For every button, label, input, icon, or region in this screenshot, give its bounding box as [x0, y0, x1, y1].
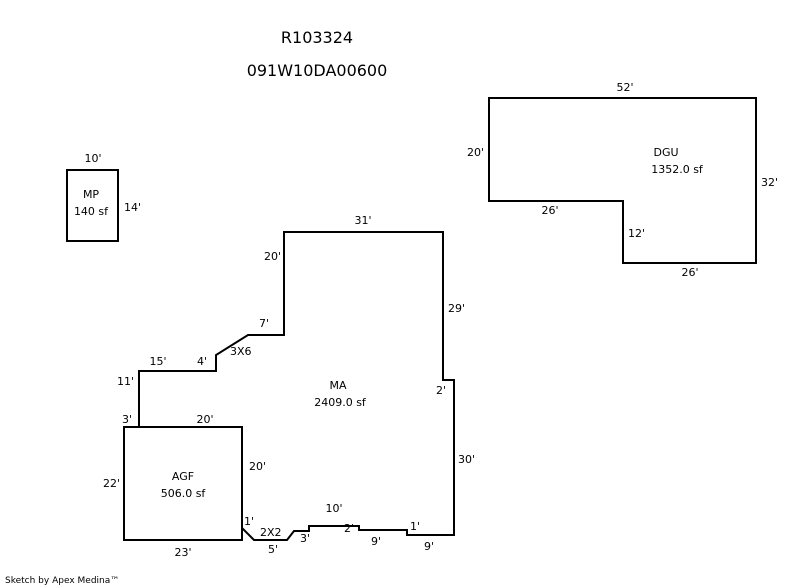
ma-dim-upper-left: 20': [264, 250, 281, 263]
ma-dim-ledge: 15': [149, 355, 166, 368]
dgu-dim-left: 20': [467, 146, 484, 159]
mp-outline: [66, 169, 119, 242]
agf-outline: [123, 426, 243, 541]
mp-dim-top: 10': [84, 152, 101, 165]
agf-dim-right: 20': [249, 460, 266, 473]
agf-name: AGF: [172, 470, 194, 483]
map-number: 091W10DA00600: [247, 61, 388, 80]
dgu-dim-notch: 12': [628, 227, 645, 240]
ma-name: MA: [329, 379, 346, 392]
ma-dim-left: 11': [117, 375, 134, 388]
agf-dim-corner: 1': [244, 515, 254, 528]
ma-dim-left-short: 3': [122, 413, 132, 426]
ma-dim-step-right: 2': [436, 384, 446, 397]
dgu-outline: [488, 97, 757, 264]
agf-dim-top: 20': [196, 413, 213, 426]
bottom-dim-9b: 9': [424, 540, 434, 553]
bottom-dim-9a: 9': [371, 535, 381, 548]
bottom-dim-3: 3': [300, 532, 310, 545]
ma-dim-diag-top: 7': [259, 317, 269, 330]
agf-dim-left: 22': [103, 477, 120, 490]
agf-dim-bottom: 23': [174, 546, 191, 559]
bottom-dim-diag: 2X2: [260, 526, 282, 539]
ma-dim-right-upper: 29': [448, 302, 465, 315]
agf-area: 506.0 sf: [161, 487, 207, 500]
dgu-area: 1352.0 sf: [651, 163, 704, 176]
parcel-id: R103324: [281, 28, 353, 47]
footer-credit: Sketch by Apex Medina™: [5, 576, 119, 586]
ma-dim-right-lower: 30': [458, 453, 475, 466]
ma-dim-step-left: 4': [197, 355, 207, 368]
bottom-dim-10: 10': [325, 502, 342, 515]
bottom-dim-5: 5': [268, 543, 278, 556]
dgu-dim-right: 32': [761, 176, 778, 189]
dgu-name: DGU: [653, 146, 678, 159]
ma-area: 2409.0 sf: [314, 396, 367, 409]
mp-dim-right: 14': [124, 201, 141, 214]
bottom-dim-1: 1': [410, 520, 420, 533]
dgu-dim-bottom-left: 26': [541, 204, 558, 217]
bottom-dim-2: 2': [344, 522, 354, 535]
ma-dim-diag: 3X6: [230, 345, 252, 358]
dgu-dim-top: 52': [616, 81, 633, 94]
dgu-dim-bottom-right: 26': [681, 266, 698, 279]
mp-area: 140 sf: [74, 205, 109, 218]
mp-name: MP: [83, 188, 99, 201]
ma-dim-top: 31': [354, 214, 371, 227]
ma-outline: [138, 231, 455, 541]
